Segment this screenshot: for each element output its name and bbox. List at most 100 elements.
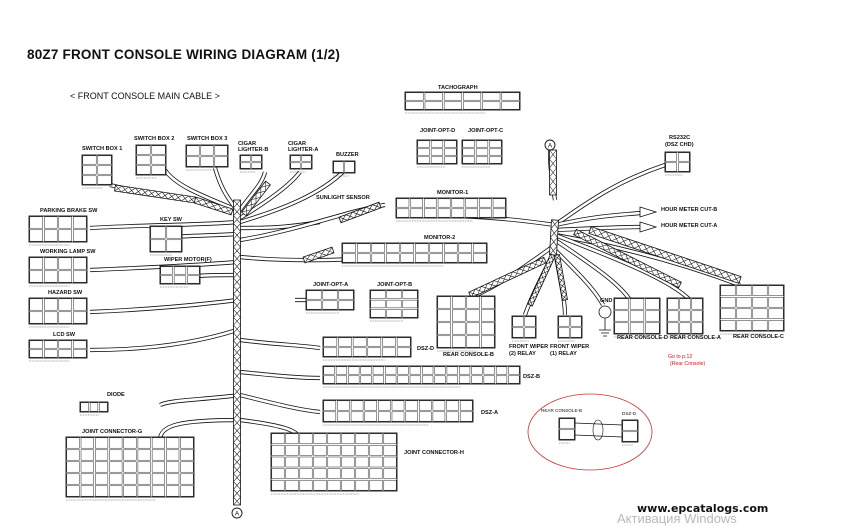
diode-connector-pin	[80, 402, 89, 412]
cable-rear-c-inner	[554, 233, 741, 287]
joint-connector-h-connector-pin	[355, 456, 369, 468]
joint-connector-g-connector-pin	[109, 485, 123, 497]
joint-opt-b-connector-pin	[386, 309, 402, 318]
joint-connector-h-connector-pin	[313, 445, 327, 456]
diode-label: DIODE	[107, 392, 125, 398]
hazard-sw-connector-pin	[29, 311, 43, 324]
joint-connector-g-connector-pin	[123, 461, 137, 473]
diode-connector	[79, 401, 109, 413]
goto-reference[interactable]: Go to p.12	[668, 354, 693, 360]
joint-connector-g-connector-pin	[95, 485, 109, 497]
dsz-b-connector-pin	[372, 366, 384, 375]
joint-opt-d-connector-pin	[430, 140, 444, 148]
rear-console-b-connector-pin	[452, 296, 466, 309]
joint-opt-b-connector-pin	[386, 299, 402, 309]
lcd-sw-connector-pin	[44, 349, 58, 358]
joint-opt-b-connector-pin	[386, 290, 402, 299]
rear-console-c-label: REAR CONSOLE-C	[733, 334, 784, 340]
goto-reference-sub: (Rear Console)	[670, 361, 706, 367]
cigar-lighter-a-connector-pin	[301, 155, 312, 162]
rear-console-b-connector-pin	[452, 322, 466, 335]
joint-connector-g-connector-pin	[137, 473, 151, 485]
key-sw-label: KEY SW	[160, 217, 182, 223]
dsz-b-connector-pin	[348, 375, 360, 384]
dsz-b-connector-pin	[348, 366, 360, 375]
working-lamp-sw-connector-pin	[58, 270, 72, 283]
diagram-title: 80Z7 FRONT CONSOLE WIRING DIAGRAM (1/2)	[27, 47, 341, 62]
joint-opt-a-connector-pin	[338, 290, 354, 300]
bundle-rear-a-cross	[573, 229, 682, 288]
front-wiper-1-relay-connector-pin	[570, 327, 582, 338]
rear-console-a-connector-pin	[691, 310, 703, 322]
rear-console-c-connector-pin	[720, 308, 736, 319]
rear-console-d-connector-pin	[629, 322, 645, 334]
dsz-d-connector-pin	[382, 337, 396, 347]
parking-brake-sw-connector-pin	[73, 229, 87, 242]
monitor-1-connector-pin	[451, 208, 465, 218]
joint-opt-a-connector-pin	[322, 290, 338, 300]
dsz-b-connector-pin	[323, 366, 335, 375]
hour-meter-cut-b-label: HOUR METER CUT-B	[661, 207, 718, 213]
inset-rear-console-b-connector-pin	[559, 418, 575, 429]
joint-connector-g-connector-pin	[180, 473, 194, 485]
dsz-b-connector-pin	[372, 375, 384, 384]
joint-opt-b-connector-pin	[370, 299, 386, 309]
joint-connector-h-connector-pin	[313, 468, 327, 479]
joint-connector-h-connector-pin	[271, 468, 285, 479]
dsz-b-connector-pin	[471, 375, 483, 384]
monitor-2-connector-pin	[429, 243, 443, 253]
joint-connector-g-connector-pin	[66, 437, 80, 449]
dsz-a-connector-pin	[364, 411, 377, 422]
lcd-sw-connector-pin	[73, 340, 87, 349]
rear-console-d-connector-pin	[614, 298, 629, 310]
joint-opt-d-connector-pin	[417, 148, 430, 156]
dsz-b-connector-pin	[446, 375, 458, 384]
tachograph-connector-pin	[424, 101, 443, 110]
rear-console-d-label: REAR CONSOLE-D	[617, 335, 668, 341]
rear-console-b-label: REAR CONSOLE-B	[443, 352, 494, 358]
dsz-a-connector-pin	[405, 400, 418, 411]
rear-console-d-connector-pin	[614, 322, 629, 334]
bundle-switch-box-1-cross	[114, 184, 196, 204]
switch-box-3-connector-pin	[214, 156, 228, 167]
joint-connector-h-label: JOINT CONNECTOR-H	[404, 450, 464, 456]
joint-connector-g-connector-pin	[151, 485, 165, 497]
joint-connector-g-connector	[65, 436, 195, 498]
joint-connector-g-connector-pin	[66, 461, 80, 473]
joint-connector-h-connector-pin	[341, 468, 355, 479]
wiper-motor-connector	[159, 265, 201, 285]
monitor-2-connector-pin	[444, 243, 458, 253]
switch-box-2-connector-pin	[136, 145, 151, 155]
switch-box-1-label: SWITCH BOX 1	[82, 146, 123, 152]
joint-connector-h-connector-pin	[341, 433, 355, 445]
joint-connector-g-connector-pin	[80, 437, 94, 449]
monitor-1-connector-pin	[396, 198, 410, 208]
cigar-lighter-a-connector	[289, 154, 313, 170]
rear-console-c-connector-pin	[768, 297, 784, 308]
joint-opt-c-connector	[461, 139, 503, 165]
bundle-cigar-cross	[241, 181, 271, 216]
dsz-a-connector-pin	[405, 411, 418, 422]
monitor-2-connector-pin	[415, 243, 429, 253]
joint-connector-h-connector-pin	[369, 468, 383, 479]
dsz-b-label: DSZ-B	[523, 374, 541, 380]
inset-shield-loop	[592, 419, 604, 441]
rear-console-a-connector-pin	[691, 322, 703, 334]
dsz-a-connector-pin	[391, 411, 405, 422]
node-a-top	[544, 139, 556, 151]
rear-console-b-connector-pin	[466, 335, 480, 348]
joint-connector-h-connector-pin	[271, 479, 285, 491]
joint-connector-h-connector-pin	[341, 479, 355, 491]
front-wiper-1-relay-connector-pin	[558, 327, 570, 338]
joint-connector-g-label: JOINT CONNECTOR-G	[82, 429, 143, 435]
dsz-a-connector-pin	[446, 400, 459, 411]
joint-connector-h-connector-pin	[299, 468, 313, 479]
wiper-motor-connector-pin	[173, 266, 187, 275]
monitor-1-connector-pin	[424, 208, 437, 218]
dsz-a-connector-pin	[432, 411, 446, 422]
front-wiper-1-relay-connector-pin	[570, 316, 582, 327]
dsz-a-connector-pin	[432, 400, 446, 411]
switch-box-1-connector-pin	[97, 175, 112, 185]
joint-opt-d-connector	[416, 139, 458, 165]
dsz-b-connector-pin	[446, 366, 458, 375]
